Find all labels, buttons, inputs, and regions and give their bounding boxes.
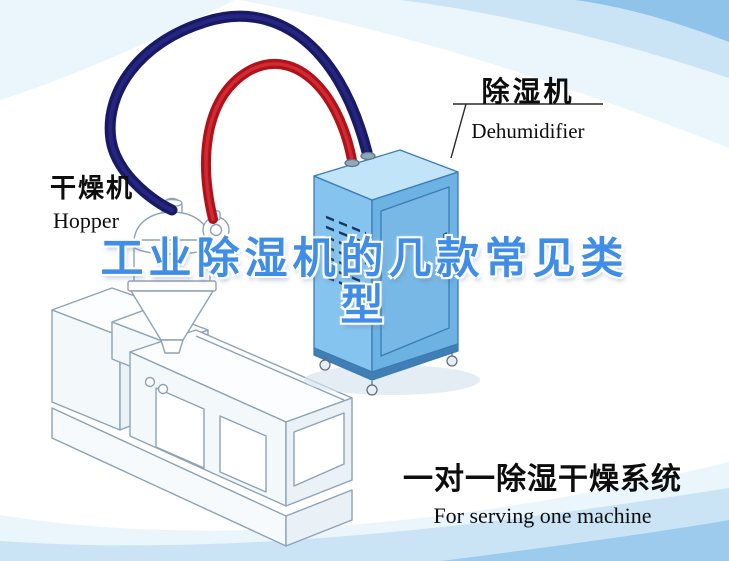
page-title-line1: 工业除湿机的几款常见类 <box>100 235 629 283</box>
hopper-label-en: Hopper <box>53 208 119 233</box>
label-pointer-lines <box>450 103 603 159</box>
machine-panel <box>293 412 345 487</box>
system-caption-en: For serving one machine <box>433 503 652 528</box>
machine-dial <box>157 383 169 395</box>
page-title-line2: 型 <box>340 282 389 330</box>
hose-collar <box>360 151 376 161</box>
vent-grille <box>321 213 366 302</box>
page-title: 工业除湿机的几款常见类 型 <box>0 236 729 330</box>
machine-panel <box>155 387 205 469</box>
door-handle <box>443 232 447 248</box>
dehumidifier-label-en: Dehumidifier <box>471 119 585 143</box>
dehumidifier-label-zh: 除湿机 <box>481 76 575 107</box>
system-caption: 一对一除湿干燥系统 For serving one machine <box>390 454 695 529</box>
machine-panel <box>219 415 267 493</box>
connection-hoses <box>104 10 373 224</box>
system-caption-zh: 一对一除湿干燥系统 <box>403 463 682 496</box>
caster-wheels <box>319 352 458 396</box>
door-panel <box>380 186 450 357</box>
dehumidifier-unit <box>304 149 480 396</box>
hopper-label: 干燥机 Hopper <box>50 168 134 234</box>
machine-dial <box>144 376 156 388</box>
hose-collar <box>344 158 360 168</box>
hopper-label-zh: 干燥机 <box>50 173 135 203</box>
dehumidifier-label: 除湿机 Dehumidifier <box>452 70 604 144</box>
